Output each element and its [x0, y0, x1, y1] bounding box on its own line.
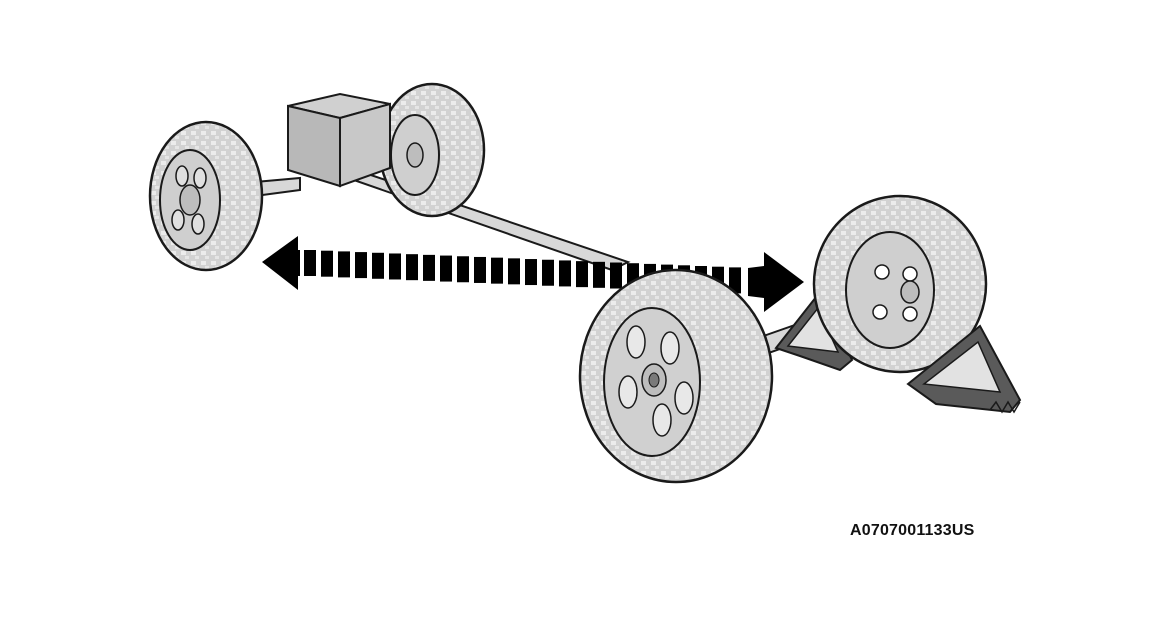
arrow-dash [372, 252, 384, 279]
arrow-dash [457, 256, 469, 283]
rear-right-wheel [378, 82, 486, 218]
figure-id-label: A0707001133US [850, 522, 975, 539]
arrow-dash [525, 259, 537, 286]
arrow-dash [542, 259, 554, 286]
arrow-dash [508, 258, 520, 285]
arrow-dash [406, 254, 418, 281]
wheel-chock-icon [774, 290, 854, 372]
rear-left-wheel [148, 120, 264, 272]
arrow-dash [610, 262, 622, 289]
front-right-wheel [812, 194, 988, 374]
arrow-dash [338, 251, 350, 278]
arrow-dash [729, 267, 741, 294]
arrow-dash [389, 253, 401, 280]
arrow-dash [576, 261, 588, 288]
arrow-dash [304, 250, 316, 276]
arrow-dash [593, 261, 605, 288]
arrow-dash [440, 255, 452, 282]
arrow-dash [491, 257, 503, 284]
arrow-dash [559, 260, 571, 287]
differential-box [287, 92, 391, 188]
arrow-dash [355, 252, 367, 279]
front-left-wheel [578, 268, 774, 484]
arrow-dash [423, 254, 435, 281]
arrow-dash [474, 256, 486, 283]
arrow-dash [321, 250, 333, 277]
wheel-chock-icon [906, 324, 1022, 414]
